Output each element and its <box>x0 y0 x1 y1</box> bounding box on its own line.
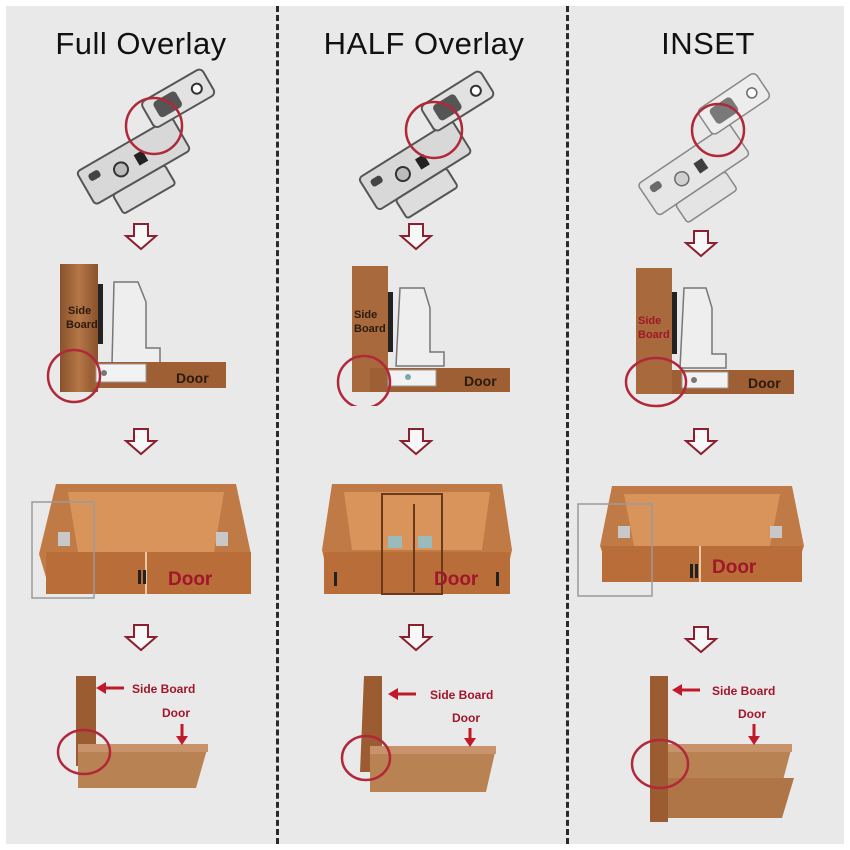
column-full-overlay: Full Overlay <box>6 6 276 844</box>
corner-joint-illustration: Side Board Door <box>282 666 566 846</box>
side-board-label: Board <box>66 319 98 331</box>
column-inset: INSET Side Boar <box>572 6 844 844</box>
highlight-circle <box>690 102 746 158</box>
column-title: Full Overlay <box>55 26 227 61</box>
down-arrow-icon <box>6 221 276 251</box>
highlight-circle <box>124 96 184 156</box>
down-arrow-icon <box>282 221 566 251</box>
cabinet-illustration: Door <box>6 474 276 604</box>
door-label: Door <box>738 707 766 721</box>
side-board-label: Side <box>68 305 91 317</box>
highlight-circle <box>624 356 688 408</box>
down-arrow-icon <box>572 624 844 654</box>
side-board-label: Side Board <box>712 684 775 698</box>
door-label: Door <box>748 375 781 391</box>
highlight-circle <box>630 738 690 790</box>
corner-joint-illustration: Side Board Door <box>572 668 844 848</box>
hinge-illustration <box>282 64 566 224</box>
door-label: Door <box>452 711 480 725</box>
highlight-circle <box>336 354 392 406</box>
side-board-label: Side Board <box>430 688 493 702</box>
column-title: HALF Overlay <box>323 26 525 61</box>
column-half-overlay: HALF Overlay Side <box>282 6 566 844</box>
highlight-circle <box>46 348 102 404</box>
side-board-label: Side Board <box>132 682 195 696</box>
down-arrow-icon <box>282 622 566 652</box>
down-arrow-icon <box>282 426 566 456</box>
down-arrow-icon <box>6 622 276 652</box>
side-board-label: Side <box>638 315 661 327</box>
door-label: Door <box>712 557 757 578</box>
highlight-circle <box>404 100 464 160</box>
door-label: Door <box>434 569 479 590</box>
door-label: Door <box>168 569 213 590</box>
hinge-cross-section: Side Board Door <box>6 256 276 406</box>
dashed-divider-2 <box>566 6 569 844</box>
down-arrow-icon <box>572 426 844 456</box>
column-title: INSET <box>661 26 755 61</box>
hinge-cross-section: Side Board Door <box>572 258 844 408</box>
highlight-circle <box>340 734 392 782</box>
corner-joint-illustration: Side Board Door <box>6 666 276 846</box>
side-board-label: Side <box>354 309 377 321</box>
down-arrow-icon <box>6 426 276 456</box>
cabinet-illustration: Door <box>572 474 844 604</box>
cabinet-illustration: Door <box>282 474 566 604</box>
hinge-illustration <box>6 64 276 224</box>
dashed-divider-1 <box>276 6 279 844</box>
side-board-label: Board <box>638 329 670 341</box>
highlight-circle <box>56 728 112 776</box>
hinge-cross-section: Side Board Door <box>282 256 566 406</box>
down-arrow-icon <box>572 228 844 258</box>
door-label: Door <box>176 370 209 386</box>
door-label: Door <box>464 373 497 389</box>
hinge-illustration <box>572 64 844 224</box>
door-label: Door <box>162 706 190 720</box>
side-board-label: Board <box>354 323 386 335</box>
